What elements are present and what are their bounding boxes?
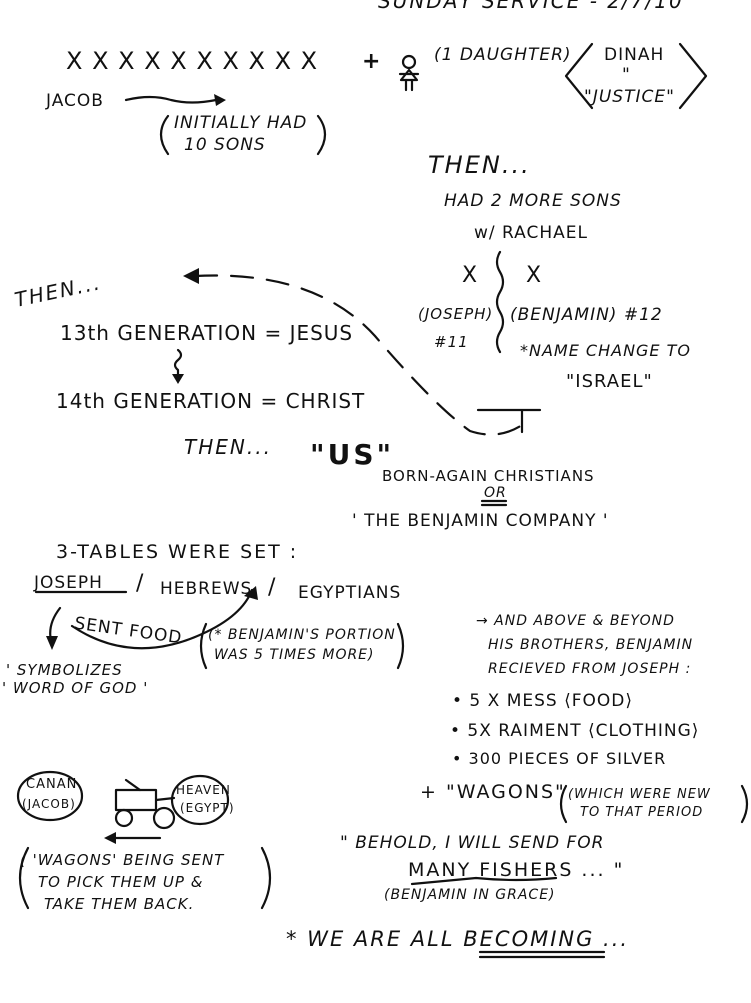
bullet-food: • 5 X MESS ⟨FOOD⟩	[452, 691, 633, 711]
above-line2: HIS BROTHERS, BENJAMIN	[488, 637, 694, 653]
dinah-label: DINAH	[604, 45, 665, 65]
ditto-mark: "	[622, 65, 631, 85]
wagons-label: + "WAGONS"	[420, 781, 566, 803]
joseph-label: (JOSEPH)	[418, 305, 494, 323]
jacob-arrow	[124, 95, 218, 104]
canan-label: CANAN	[26, 777, 78, 792]
wagon-note-line3: TAKE THEM BACK.	[44, 895, 195, 913]
had-two-more-sons: HAD 2 MORE SONS	[444, 191, 622, 211]
symbolizes-line2: ' WORD OF GOD '	[2, 679, 149, 697]
initially-had-line2: 10 SONS	[184, 135, 266, 155]
canan-jacob-label: (JACOB)	[22, 797, 76, 811]
or-label: OR	[484, 485, 507, 501]
wagons-note-line2: TO THAT PERIOD	[580, 805, 704, 820]
generation-13: 13th GENERATION = JESUS	[60, 321, 354, 345]
bullet-raiment: • 5X RAIMENT ⟨CLOTHING⟩	[450, 721, 700, 741]
justice-label: "JUSTICE"	[584, 87, 675, 107]
israel-label: "ISRAEL"	[566, 371, 653, 392]
wagon-note-line2: TO PICK THEM UP &	[38, 873, 204, 891]
table-hebrews: HEBREWS	[160, 579, 253, 599]
born-again-label: BORN-AGAIN CHRISTIANS	[382, 467, 595, 485]
fishers-line1: " BEHOLD, I WILL SEND FOR	[340, 833, 605, 853]
header-title: SUNDAY SERVICE - 2/7/10	[378, 0, 684, 13]
portion-line1: (* BENJAMIN'S PORTION	[208, 627, 396, 643]
daughter-figure-icon	[398, 54, 420, 92]
joseph-x-mark: X	[462, 263, 480, 288]
benjamin-x-mark: X	[526, 263, 544, 288]
wagon-note-line1: ( 'WAGONS' BEING SENT	[20, 851, 225, 869]
tables-heading: 3-TABLES WERE SET :	[56, 541, 299, 563]
table-separator-1: /	[136, 571, 146, 596]
table-egyptians: EGYPTIANS	[298, 583, 402, 603]
canan-circle	[16, 770, 84, 822]
heaven-egypt-label: (EGYPT)	[180, 801, 235, 815]
fishers-line3: (BENJAMIN IN GRACE)	[384, 887, 556, 903]
then-label-1: THEN...	[428, 151, 531, 179]
joseph-number: #11	[434, 333, 469, 351]
wagon-icon	[114, 778, 176, 830]
fishers-line2: MANY FISHERS ... "	[408, 859, 625, 881]
table-joseph: JOSEPH	[34, 573, 103, 593]
above-line1: → AND ABOVE & BEYOND	[476, 613, 675, 629]
heaven-label: HEAVEN	[176, 783, 231, 797]
wagons-note-line1: (WHICH WERE NEW	[568, 787, 711, 802]
then-label-3: THEN...	[184, 435, 272, 459]
plus-sign: +	[362, 49, 383, 74]
benjamin-label: (BENJAMIN) #12	[510, 305, 663, 325]
sons-x-marks: X X X X X X X X X X	[66, 47, 319, 75]
name-change-label: *NAME CHANGE TO	[520, 341, 691, 360]
portion-line2: WAS 5 TIMES MORE)	[214, 647, 375, 663]
dashed-arrow	[193, 274, 527, 436]
jacob-label: JACOB	[46, 91, 104, 111]
initially-had-line1: INITIALLY HAD	[174, 113, 308, 133]
with-rachael: w/ RACHAEL	[474, 223, 588, 243]
bullet-silver: • 300 PIECES OF SILVER	[452, 749, 667, 768]
daughter-label: (1 DAUGHTER)	[434, 45, 572, 65]
us-label: "US"	[310, 438, 395, 471]
table-separator-2: /	[268, 575, 278, 600]
heaven-circle	[170, 774, 230, 826]
above-line3: RECIEVED FROM JOSEPH :	[488, 661, 692, 677]
symbolizes-line1: ' SYMBOLIZES	[6, 661, 123, 679]
benjamin-company-label: ' THE BENJAMIN COMPANY '	[352, 511, 609, 531]
generation-14: 14th GENERATION = CHRIST	[56, 389, 366, 413]
becoming-line: * WE ARE ALL BECOMING ...	[286, 927, 630, 951]
